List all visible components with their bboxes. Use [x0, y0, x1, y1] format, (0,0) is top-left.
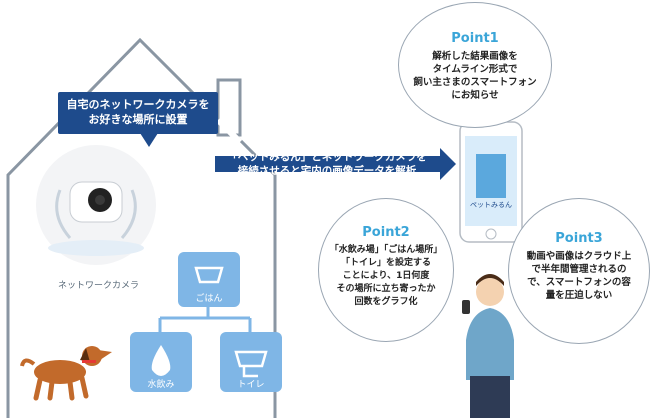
camera-setup-line2: お好きな場所に設置: [88, 113, 188, 126]
point1-circle: Point1 解析した結果画像を タイムライン形式で 飼い主さまのスマートフォン…: [398, 2, 552, 128]
network-camera-illustration: [36, 145, 156, 265]
point3-title: Point3: [555, 231, 603, 246]
camera-setup-callout: 自宅のネットワークカメラを お好きな場所に設置: [58, 92, 218, 134]
point1-text: 解析した結果画像を タイムライン形式で 飼い主さまのスマートフォン にお知らせ: [413, 51, 537, 101]
house-outline: [6, 37, 277, 418]
app-connect-callout: 「ペットみるん」とネットワークカメラを 接続させると宅内の画像データを解析: [216, 148, 438, 182]
arrow-to-phone: [215, 148, 456, 180]
point3-circle: Point3 動画や画像はクラウド上 で半年間管理されるの で、スマートフォンの…: [508, 198, 650, 344]
dog-illustration: [20, 346, 112, 401]
camera-setup-line1: 自宅のネットワークカメラを: [66, 98, 210, 111]
smartphone-illustration: [459, 121, 523, 243]
point2-text: 「水飲み場」「ごはん場所」 「トイレ」を設定する ことにより、1日何度 その場所…: [329, 245, 443, 307]
app-name-label: ペットみるん: [470, 201, 512, 209]
person-illustration: [462, 274, 514, 418]
point2-circle: Point2 「水飲み場」「ごはん場所」 「トイレ」を設定する ことにより、1日…: [318, 198, 454, 342]
app-connect-line2: 接続させると宅内の画像データを解析: [237, 165, 417, 177]
water-area-icon: [130, 332, 192, 392]
camera-label: ネットワークカメラ: [58, 281, 140, 291]
app-connect-line1: 「ペットみるん」とネットワークカメラを: [227, 151, 427, 163]
point3-text: 動画や画像はクラウド上 で半年間管理されるの で、スマートフォンの容 量を圧迫し…: [526, 251, 632, 301]
area-connector: [158, 300, 252, 332]
toilet-label: トイレ: [237, 380, 265, 390]
camera-callout-tail: [140, 133, 158, 147]
food-area-icon: [178, 252, 240, 307]
point1-title: Point1: [451, 31, 499, 46]
point2-title: Point2: [362, 225, 410, 240]
water-label: 水飲み: [147, 380, 175, 390]
food-label: ごはん: [195, 294, 223, 304]
toilet-area-icon: [220, 332, 282, 392]
